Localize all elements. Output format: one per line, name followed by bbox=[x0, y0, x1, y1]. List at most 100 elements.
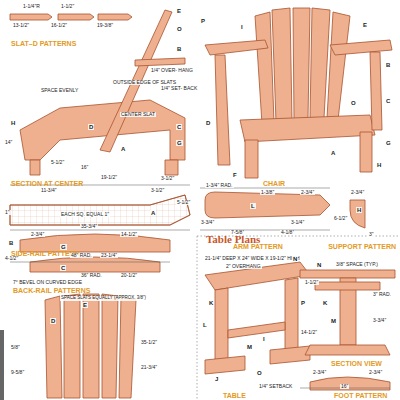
dimension-label: 1-3/4" RAD. bbox=[205, 183, 234, 188]
dimension-label: 20-1/2" bbox=[120, 273, 138, 278]
dimension-label: 4-1/8" bbox=[280, 230, 295, 235]
dimension-label: 2-3/4" bbox=[30, 232, 45, 237]
dimension-label: 23-1/4" bbox=[100, 253, 118, 258]
part-letter: A bbox=[120, 146, 126, 152]
dimension-label: 2-3/4" bbox=[312, 370, 327, 375]
part-letter: D bbox=[205, 120, 211, 126]
dimension-label: 1-3/8" bbox=[260, 190, 275, 195]
dimension-label: SPACE EVENLY bbox=[40, 88, 79, 93]
dimension-label: 2-3/4" bbox=[300, 190, 315, 195]
dimension-label: 1/4" OVER- HANG bbox=[150, 68, 194, 73]
dimension-label: 9-5/8" bbox=[10, 370, 25, 375]
dimension-label: 3-3/4" bbox=[372, 318, 387, 323]
part-letter: E bbox=[362, 22, 368, 28]
part-letter: I bbox=[262, 336, 266, 342]
dimension-label: 3-1/4" bbox=[290, 220, 305, 225]
part-letter: D bbox=[50, 318, 56, 324]
dimension-label: 1-1/2" bbox=[60, 4, 75, 9]
part-letter: N bbox=[292, 256, 298, 262]
dimension-label: 16" bbox=[340, 384, 349, 389]
part-letter: O bbox=[350, 100, 357, 106]
part-letter: O bbox=[256, 370, 263, 376]
dimension-label: 2-3/4" bbox=[368, 370, 383, 375]
dimension-label: 21-1/4" DEEP X 24" WIDE X 19-1/2" HIGH bbox=[204, 256, 301, 261]
section-heading: ARM PATTERN bbox=[232, 243, 284, 250]
dimension-label: 6-1/2" bbox=[333, 216, 348, 221]
part-letter: B bbox=[8, 240, 14, 246]
dimension-label: 14" bbox=[4, 140, 13, 145]
part-letter: G bbox=[60, 244, 67, 250]
dimension-label: 16-1/2" bbox=[50, 23, 68, 28]
dimension-label: 3-1/2" bbox=[160, 176, 175, 181]
dimension-label: 1-1/2" bbox=[304, 280, 319, 285]
dimension-label: 14-1/2" bbox=[120, 232, 138, 237]
part-letter: H bbox=[10, 120, 16, 126]
dimension-label: 1/4" SET- BACK bbox=[160, 86, 198, 91]
dimension-label: 5/8" bbox=[10, 345, 21, 350]
dimension-label: 14-1/2" bbox=[300, 330, 318, 335]
part-letter: F bbox=[232, 172, 238, 178]
dimension-label: 3-3/4" bbox=[200, 220, 215, 225]
part-letter: E bbox=[176, 8, 182, 14]
section-heading: TABLE bbox=[222, 392, 247, 399]
part-letter: P bbox=[300, 300, 306, 306]
dimension-label: 35-3/4" bbox=[80, 224, 98, 229]
part-letter: L bbox=[250, 203, 256, 209]
part-letter: A bbox=[150, 210, 156, 216]
section-heading: SUPPORT PATTERN bbox=[327, 243, 397, 250]
part-letter: M bbox=[330, 318, 337, 324]
part-letter: C bbox=[385, 98, 391, 104]
dimension-label: 5-1/2" bbox=[176, 200, 191, 205]
dimension-label: 3-1/2" bbox=[150, 188, 165, 193]
section-heading: SECTION AT CENTER bbox=[10, 180, 84, 187]
part-letter: C bbox=[176, 124, 182, 130]
dimension-label: 7° BEVEL ON CURVED EDGE bbox=[12, 280, 83, 285]
dimension-label: 3/8" SPACE (TYP.) bbox=[335, 262, 379, 267]
dimension-label: 4-1/2" bbox=[4, 256, 19, 261]
dimension-label: 1-1/4"R bbox=[22, 4, 41, 9]
part-letter: G bbox=[176, 140, 183, 146]
dimension-label: 21-3/4" bbox=[140, 365, 158, 370]
dimension-label: 19-1/2" bbox=[100, 175, 118, 180]
dimension-label: OUTSIDE EDGE OF SLATS bbox=[112, 80, 177, 85]
dimension-label: 48" RAD. bbox=[70, 253, 93, 258]
dimension-label: 19-3/8" bbox=[96, 23, 114, 28]
part-letter: H bbox=[356, 207, 362, 213]
dimension-label: 7-5/8" bbox=[230, 230, 245, 235]
part-letter: H bbox=[376, 162, 382, 168]
part-letter: L bbox=[202, 322, 208, 328]
section-heading: FOOT PATTERN bbox=[333, 392, 388, 399]
dimension-label: 3" RAD. bbox=[372, 292, 392, 297]
part-letter: B bbox=[385, 62, 391, 68]
section-heading: BACK-RAIL PATTERNS bbox=[12, 287, 91, 294]
part-letter: P bbox=[200, 18, 206, 24]
section-heading: SECTION VIEW bbox=[330, 360, 383, 367]
dimension-label: 36" RAD. bbox=[80, 273, 103, 278]
dimension-label: 1" bbox=[4, 210, 11, 215]
dimension-label: 3" bbox=[368, 232, 375, 237]
dimension-label: SPACE SLATS EQUALLY (APPROX. 3/8") bbox=[60, 296, 147, 301]
dimension-label: CENTER SLAT bbox=[120, 112, 156, 117]
dimension-label: 1/4" SETBACK bbox=[258, 384, 293, 389]
part-letter: E bbox=[82, 302, 88, 308]
dimension-label: 35-1/2" bbox=[140, 340, 158, 345]
section-heading: SLAT–D PATTERNS bbox=[10, 40, 77, 47]
section-heading: CHAIR bbox=[262, 180, 286, 187]
part-letter: J bbox=[214, 376, 219, 382]
part-letter: N bbox=[316, 262, 322, 268]
part-letter: K bbox=[208, 300, 214, 306]
part-letter: C bbox=[60, 265, 66, 271]
dimension-label: EACH SQ. EQUAL 1" bbox=[60, 212, 110, 217]
part-letter: K bbox=[322, 300, 328, 306]
part-letter: D bbox=[88, 124, 94, 130]
dimension-label: 16" bbox=[80, 165, 89, 170]
part-letter: M bbox=[246, 344, 253, 350]
part-letter: B bbox=[176, 46, 182, 52]
dimension-label: 11-3/4" bbox=[40, 188, 58, 193]
dimension-label: 2" OVERHANG bbox=[225, 264, 262, 269]
dimension-label: 2-3/4" bbox=[350, 190, 365, 195]
part-letter: G bbox=[385, 140, 392, 146]
part-letter: I bbox=[240, 24, 244, 30]
part-letter: A bbox=[330, 150, 336, 156]
